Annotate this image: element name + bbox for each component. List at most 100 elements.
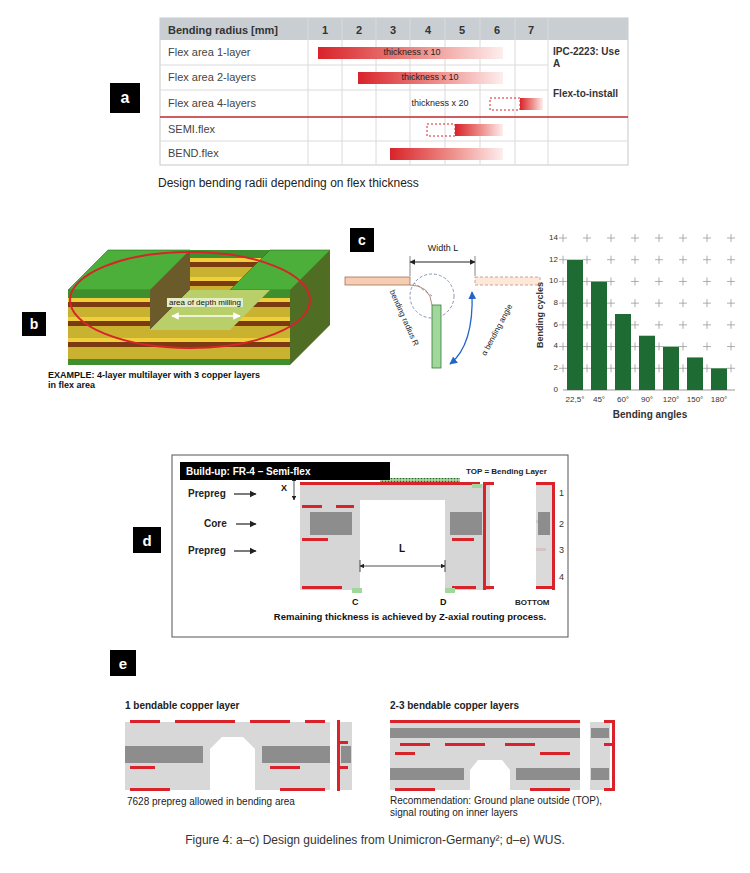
label-text: Flex area 1-layer bbox=[168, 46, 251, 59]
bendable-layers bbox=[530, 788, 570, 791]
grid-cross bbox=[659, 321, 660, 329]
label-text: 7 bbox=[528, 24, 534, 37]
bending-table bbox=[445, 18, 446, 165]
grid-cross bbox=[611, 343, 612, 351]
table-header: Bending radius [mm] bbox=[168, 24, 278, 37]
header-bar: Build-up: FR-4 – Semi-flex bbox=[180, 462, 390, 480]
axis-tick: 180° bbox=[711, 395, 728, 404]
label-text: 3 bbox=[390, 24, 396, 37]
grid-cross bbox=[635, 299, 636, 307]
grid-cross bbox=[683, 256, 684, 264]
grid-cross bbox=[563, 234, 564, 242]
grid-cross bbox=[611, 277, 612, 285]
axis-tick: 14 bbox=[549, 233, 558, 242]
grid-cross bbox=[731, 256, 732, 264]
bendable-layers bbox=[337, 720, 340, 791]
node-text: e bbox=[119, 655, 127, 672]
semiflex-buildup bbox=[294, 477, 295, 500]
semiflex-buildup bbox=[302, 586, 342, 589]
grid-cross bbox=[731, 277, 732, 285]
semiflex-buildup bbox=[234, 550, 256, 551]
bending-table bbox=[160, 18, 628, 165]
bendable-layers bbox=[390, 720, 580, 723]
grid-cross bbox=[707, 256, 708, 264]
semiflex-buildup bbox=[172, 455, 568, 637]
bendable-layers bbox=[505, 743, 535, 746]
bending-sketch bbox=[475, 277, 540, 285]
grid-cross bbox=[659, 364, 660, 372]
semiflex-buildup bbox=[450, 512, 482, 535]
bendable-layers bbox=[604, 788, 612, 791]
label-text: 1 bendable copper layer bbox=[125, 700, 240, 712]
label-text: 7628 prepreg allowed in bending area bbox=[127, 796, 295, 808]
semiflex-buildup bbox=[472, 484, 482, 488]
bending-table bbox=[308, 18, 309, 165]
bendable-layers bbox=[400, 743, 430, 746]
grid-cross bbox=[635, 277, 636, 285]
bending-sketch bbox=[450, 292, 472, 364]
label-text: 2 bbox=[356, 24, 362, 37]
grid-cross bbox=[731, 321, 732, 329]
node-text: Build-up: FR-4 – Semi-flex bbox=[186, 466, 310, 477]
grid-cross bbox=[683, 277, 684, 285]
semiflex-buildup bbox=[234, 493, 256, 494]
bendable-layers bbox=[590, 722, 610, 790]
label-text: Bending cycles bbox=[535, 282, 545, 348]
bending-sketch bbox=[414, 283, 432, 296]
label-text: 5 bbox=[459, 24, 465, 37]
label-text: BOTTOM bbox=[515, 598, 550, 607]
label-text: thickness x 10 bbox=[401, 72, 458, 82]
grid-cross bbox=[611, 321, 612, 329]
node-text: a bbox=[121, 89, 130, 107]
grid-cross bbox=[731, 364, 732, 372]
node-text: b bbox=[30, 316, 39, 332]
semiflex-buildup bbox=[352, 484, 482, 593]
bending-table bbox=[515, 18, 516, 165]
grid-cross bbox=[611, 364, 612, 372]
label-text: 3 bbox=[559, 545, 564, 555]
grid-cross bbox=[587, 321, 588, 329]
bending-sketch bbox=[345, 277, 410, 285]
bending-table bbox=[318, 47, 503, 59]
pcb-illustration bbox=[68, 250, 330, 365]
axis-tick: 6 bbox=[554, 320, 558, 329]
panel-letter: c bbox=[350, 228, 374, 252]
grid-cross bbox=[635, 234, 636, 242]
bendable-layers bbox=[591, 728, 609, 738]
grid-cross bbox=[635, 364, 636, 372]
bendable-layers bbox=[502, 760, 510, 770]
bendable-layers bbox=[516, 768, 580, 780]
bending-sketch bbox=[410, 285, 432, 305]
grid-cross bbox=[587, 343, 588, 351]
grid-cross bbox=[731, 299, 732, 307]
panel-letter: b bbox=[22, 312, 46, 336]
grid-cross bbox=[707, 343, 708, 351]
grid-cross bbox=[707, 277, 708, 285]
bendable-layers bbox=[395, 788, 435, 791]
semiflex-buildup bbox=[538, 512, 550, 535]
bendable-layers bbox=[390, 728, 580, 738]
semiflex-buildup bbox=[294, 477, 445, 572]
pcb-illustration bbox=[150, 290, 270, 330]
semiflex-buildup bbox=[536, 485, 552, 586]
label-text: SEMI.flex bbox=[168, 123, 215, 136]
grid-cross bbox=[731, 234, 732, 242]
bending-table bbox=[390, 148, 503, 160]
label-text: BEND.flex bbox=[168, 147, 219, 160]
bending-table bbox=[160, 18, 628, 165]
bending-table bbox=[342, 18, 343, 165]
label-text: Flex-to-install bbox=[553, 88, 623, 100]
grid-cross bbox=[683, 234, 684, 242]
bendable-layers bbox=[130, 720, 160, 723]
axis-tick: 120° bbox=[663, 395, 680, 404]
grid-cross bbox=[611, 299, 612, 307]
label-text: Core bbox=[204, 518, 227, 530]
label-text: Prepreg bbox=[188, 488, 226, 500]
label-text: 1 bbox=[559, 488, 564, 498]
semiflex-buildup bbox=[452, 586, 476, 589]
chart-bar bbox=[711, 368, 727, 390]
bendable-layers bbox=[130, 720, 348, 791]
label-text: 2 bbox=[559, 519, 564, 529]
bending-table bbox=[376, 18, 377, 165]
chart-bar bbox=[591, 281, 607, 390]
